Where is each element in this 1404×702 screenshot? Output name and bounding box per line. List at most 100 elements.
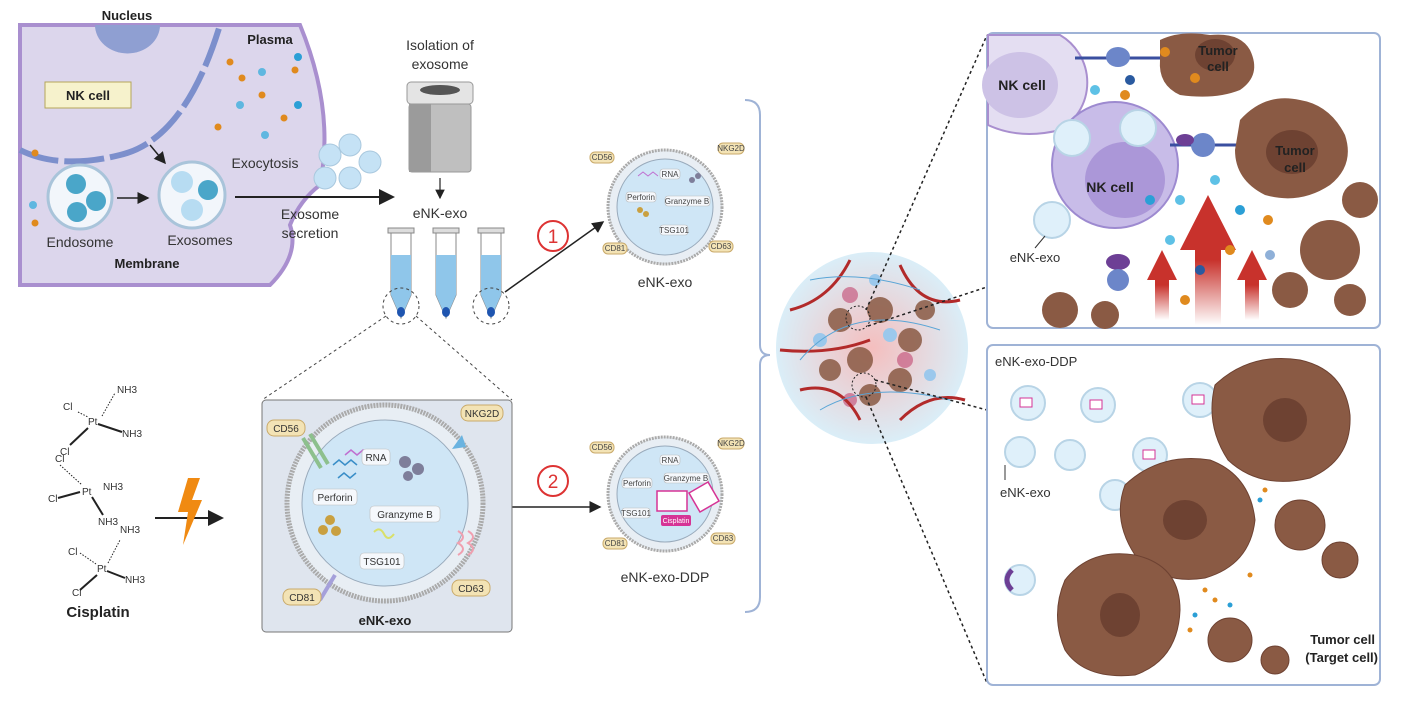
svg-text:Cl: Cl xyxy=(63,402,72,413)
multivesicular-body xyxy=(157,160,227,230)
svg-text:NH3: NH3 xyxy=(103,482,123,493)
svg-text:cell: cell xyxy=(1284,160,1306,175)
svg-text:Cl: Cl xyxy=(60,447,69,458)
svg-text:CD81: CD81 xyxy=(605,244,626,253)
svg-text:Pt: Pt xyxy=(88,417,98,428)
enk-exo-ddp-small: RNA Perforin Granzyme B TSG101 Cisplatin… xyxy=(589,435,745,553)
nuclear-envelope xyxy=(18,24,223,165)
exosomes-label: Exosomes xyxy=(167,232,232,248)
svg-text:TSG101: TSG101 xyxy=(363,557,401,568)
svg-text:Pt: Pt xyxy=(97,564,107,575)
target-cell-label-2: (Target cell) xyxy=(1305,650,1378,665)
svg-text:Granzyme B: Granzyme B xyxy=(377,510,433,521)
svg-text:Cl: Cl xyxy=(55,454,64,465)
svg-text:Cl: Cl xyxy=(72,588,81,599)
membrane-label: Membrane xyxy=(114,256,179,271)
svg-text:CD81: CD81 xyxy=(605,539,626,548)
svg-text:NH3: NH3 xyxy=(117,385,137,396)
endosome xyxy=(46,163,114,231)
step-1-number: 1 xyxy=(548,227,559,248)
plasma-granules xyxy=(29,53,302,227)
panel-nk-killing: NK cell Tumor cell NK cell eNK-exo Tumor… xyxy=(982,32,1381,329)
exocytosis-label: Exocytosis xyxy=(232,155,299,171)
svg-text:RNA: RNA xyxy=(662,456,680,465)
step-2-number: 2 xyxy=(548,472,559,493)
svg-text:TSG101: TSG101 xyxy=(659,226,689,235)
panel-ddp-delivery: eNK-exo-DDP eNK-exo Tumor cell (Target c… xyxy=(986,344,1381,686)
detail-title: eNK-exo xyxy=(359,613,412,628)
tube-icon xyxy=(477,227,505,320)
svg-text:Perforin: Perforin xyxy=(627,193,655,202)
svg-text:NH3: NH3 xyxy=(98,517,118,528)
svg-text:Cisplatin: Cisplatin xyxy=(663,518,690,525)
svg-text:NH3: NH3 xyxy=(120,525,140,536)
svg-text:Perforin: Perforin xyxy=(623,479,651,488)
svg-text:NKG2D: NKG2D xyxy=(717,144,745,153)
lightning-icon xyxy=(178,478,202,545)
tubes-label: eNK-exo xyxy=(413,205,468,221)
exosome-icon xyxy=(1033,201,1071,239)
secretion-label-1: Exosome xyxy=(281,206,340,222)
nk-cell-diagram: Nucleus Plasma NK cell Endosome Exosomes… xyxy=(18,8,395,287)
tubes xyxy=(261,227,513,401)
enk-exo-label-top: eNK-exo xyxy=(1010,250,1061,265)
svg-text:CD63: CD63 xyxy=(458,584,484,595)
step-1-badge xyxy=(537,220,569,252)
cisplatin-icon xyxy=(656,490,688,512)
svg-text:NKG2D: NKG2D xyxy=(465,409,499,420)
enk-exo-detail: RNA Perforin Granzyme B TSG101 CD56 NKG2… xyxy=(261,399,513,633)
svg-text:cell: cell xyxy=(1207,59,1229,74)
centrifuge-icon: Isolation of exosome xyxy=(406,37,474,173)
nucleus-label: Nucleus xyxy=(102,8,153,23)
svg-text:RNA: RNA xyxy=(662,170,680,179)
tube-icon xyxy=(387,227,415,320)
nucleolus xyxy=(95,25,160,54)
tumor-microenvironment xyxy=(776,252,968,444)
step-2-badge xyxy=(537,465,569,497)
svg-text:Granzyme B: Granzyme B xyxy=(664,474,708,483)
svg-text:CD63: CD63 xyxy=(713,534,734,543)
tube-icon xyxy=(432,227,460,320)
svg-text:NKG2D: NKG2D xyxy=(717,439,745,448)
svg-text:CD56: CD56 xyxy=(592,153,613,162)
enk-exo-label-bottom: eNK-exo xyxy=(1000,485,1051,500)
exosome-icon xyxy=(1119,109,1157,147)
isolation-label-2: exosome xyxy=(412,56,469,72)
svg-text:CD81: CD81 xyxy=(289,593,315,604)
plasma-label: Plasma xyxy=(247,32,293,47)
cisplatin-label: Cisplatin xyxy=(66,604,129,621)
endosome-label: Endosome xyxy=(47,234,114,250)
target-cell-label-1: Tumor cell xyxy=(1310,632,1375,647)
nk-cell-label: NK cell xyxy=(66,88,110,103)
svg-text:Perforin: Perforin xyxy=(317,493,352,504)
enk-exo-ddp-label: eNK-exo-DDP xyxy=(621,569,710,585)
svg-text:CD56: CD56 xyxy=(273,424,299,435)
svg-text:Cl: Cl xyxy=(68,547,77,558)
svg-text:TSG101: TSG101 xyxy=(621,509,651,518)
svg-text:CD63: CD63 xyxy=(711,242,732,251)
svg-text:Cl: Cl xyxy=(48,494,57,505)
cytotoxic-granules xyxy=(1090,47,1275,305)
secretion-label-2: secretion xyxy=(282,225,339,241)
svg-text:Pt: Pt xyxy=(82,487,92,498)
isolation-label-1: Isolation of xyxy=(406,37,474,53)
svg-text:Granzyme B: Granzyme B xyxy=(665,197,709,206)
svg-text:NH3: NH3 xyxy=(125,575,145,586)
nk-cell-label-1: NK cell xyxy=(998,77,1045,93)
released-exosomes xyxy=(313,133,382,190)
svg-text:RNA: RNA xyxy=(365,453,386,464)
nk-cell-tag xyxy=(44,81,132,109)
svg-text:Tumor: Tumor xyxy=(1198,43,1237,58)
bracket xyxy=(744,99,771,613)
svg-text:NH3: NH3 xyxy=(122,429,142,440)
svg-text:Tumor: Tumor xyxy=(1275,143,1314,158)
exosome-icon xyxy=(1053,119,1091,157)
enk-exo-label: eNK-exo xyxy=(638,274,693,290)
svg-text:CD56: CD56 xyxy=(592,443,613,452)
enk-exo-ddp-label-bottom: eNK-exo-DDP xyxy=(995,354,1077,369)
enk-exo-small: RNA Perforin Granzyme B TSG101 CD56 NKG2… xyxy=(589,142,745,266)
upregulation-arrows xyxy=(1147,195,1267,325)
nk-cell-label-2: NK cell xyxy=(1086,179,1133,195)
